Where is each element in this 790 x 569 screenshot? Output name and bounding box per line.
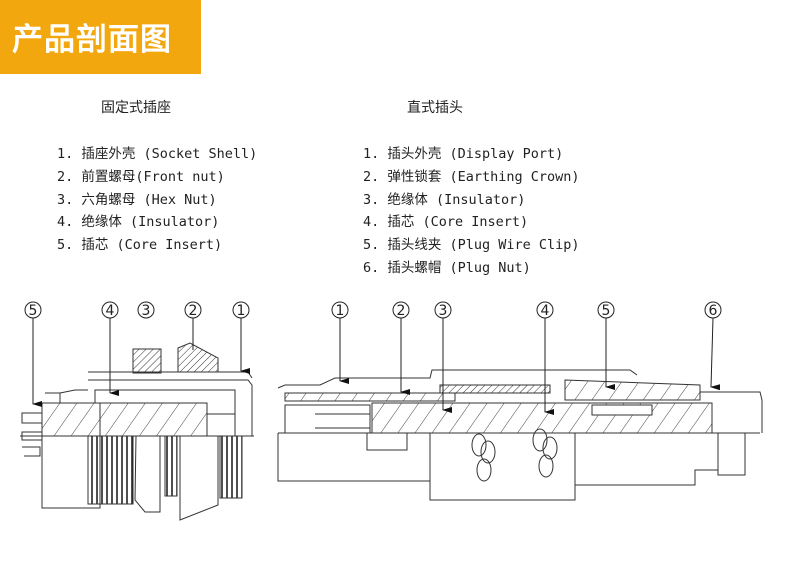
plug-callout-5: 5 xyxy=(597,301,615,390)
plug-callout-6: 6 xyxy=(704,301,722,391)
svg-text:5: 5 xyxy=(602,303,611,319)
svg-text:5: 5 xyxy=(29,303,38,319)
socket-callout-3: 3 xyxy=(137,301,155,319)
svg-text:1: 1 xyxy=(237,303,246,319)
plug-title: 直式插头 xyxy=(407,100,463,116)
socket-part-item: 5. 插芯 (Core Insert) xyxy=(57,237,223,254)
svg-text:6: 6 xyxy=(709,303,718,319)
plug-earthing-crown xyxy=(284,392,456,402)
plug-insulator xyxy=(371,402,713,434)
socket-callouts: 5 4 3 2 1 xyxy=(24,301,250,407)
svg-text:2: 2 xyxy=(189,303,198,319)
socket-callout-4: 4 xyxy=(101,301,119,396)
svg-text:4: 4 xyxy=(106,303,115,319)
plug-callouts: 1 2 3 4 5 6 xyxy=(331,301,722,415)
plug-nut xyxy=(700,391,763,433)
svg-text:2: 2 xyxy=(397,303,406,319)
socket-insulator xyxy=(41,402,208,437)
socket-drawing xyxy=(20,342,254,521)
socket-part-item: 1. 插座外壳 (Socket Shell) xyxy=(57,146,258,162)
plug-callout-3: 3 xyxy=(434,301,452,413)
socket-front-nut xyxy=(177,342,219,373)
plug-drawing xyxy=(277,369,763,501)
plug-part-item: 4. 插芯 (Core Insert) xyxy=(363,214,529,231)
socket-callout-1: 1 xyxy=(232,301,250,374)
plug-parts-list: 1. 插头外壳 (Display Port) 2. 弹性锁套 (Earthing… xyxy=(363,143,580,280)
svg-text:4: 4 xyxy=(541,303,550,319)
socket-parts-list: 1. 插座外壳 (Socket Shell) 2. 前置螺母(Front nut… xyxy=(57,143,257,257)
socket-callout-5: 5 xyxy=(24,301,42,407)
plug-part-item: 3. 绝缘体 (Insulator) xyxy=(363,191,526,208)
socket-callout-2: 2 xyxy=(184,301,202,350)
svg-text:1: 1 xyxy=(336,303,345,319)
plug-part-item: 1. 插头外壳 (Display Port) xyxy=(363,146,564,162)
plug-callout-4: 4 xyxy=(536,301,554,415)
title-banner: 产品剖面图 xyxy=(0,0,201,74)
socket-title: 固定式插座 xyxy=(101,100,171,116)
socket-part-item: 4. 绝缘体 (Insulator) xyxy=(57,214,220,231)
socket-core-pin xyxy=(21,412,43,424)
banner-title: 产品剖面图 xyxy=(12,22,172,58)
plug-callout-1: 1 xyxy=(331,301,349,384)
plug-callout-2: 2 xyxy=(392,301,410,395)
socket-part-item: 2. 前置螺母(Front nut) xyxy=(57,168,225,185)
plug-part-item: 6. 插头螺帽 (Plug Nut) xyxy=(363,259,531,276)
svg-text:3: 3 xyxy=(142,303,151,319)
plug-wire-clip xyxy=(564,379,701,401)
plug-shell xyxy=(277,369,638,389)
plug-part-item: 2. 弹性锁套 (Earthing Crown) xyxy=(363,168,580,185)
socket-hex-nut xyxy=(132,348,162,374)
svg-text:3: 3 xyxy=(439,303,448,319)
socket-part-item: 3. 六角螺母 (Hex Nut) xyxy=(57,191,217,208)
plug-part-item: 5. 插头线夹 (Plug Wire Clip) xyxy=(363,237,580,254)
